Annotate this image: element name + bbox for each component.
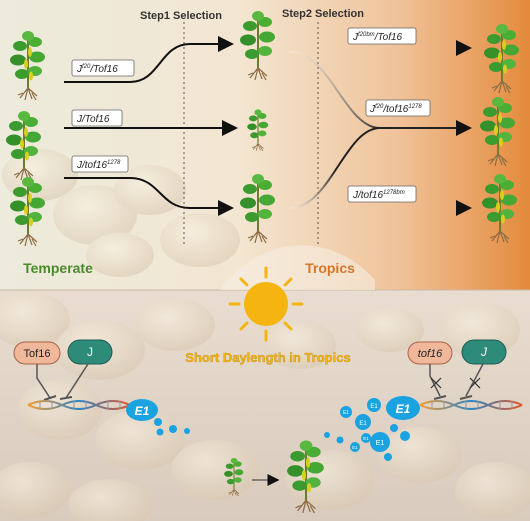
genotype-box-2: J/Tof16: [71, 109, 123, 127]
svg-text:Tof16: Tof16: [24, 348, 51, 360]
step1-label: Step1 Selection: [140, 10, 222, 22]
tof16-pill-left: Tof16: [13, 341, 61, 365]
genotype-box-3: J/tof161278: [71, 155, 129, 173]
tropics-label: Tropics: [305, 260, 355, 276]
arrow-g5a: [289, 51, 472, 136]
dna-right: [419, 400, 523, 410]
svg-text:E1: E1: [352, 445, 358, 450]
svg-text:E1: E1: [359, 421, 367, 427]
top-panel-background: [0, 0, 530, 290]
svg-text:E1: E1: [363, 436, 369, 441]
j-pill-left: J: [67, 339, 113, 365]
arrow-g3: [64, 177, 234, 216]
svg-text:E1: E1: [370, 404, 378, 410]
tof16-pill-right: tof16: [407, 341, 453, 365]
sun-icon: [228, 266, 304, 342]
svg-text:E1: E1: [376, 440, 385, 447]
svg-text:Jf20/tof161278: Jf20/tof161278: [369, 104, 422, 115]
step2-label: Step2 Selection: [282, 8, 364, 20]
svg-text:E1: E1: [396, 402, 411, 416]
genotype-box-5: Jf20/tof161278: [365, 99, 431, 117]
e1-protein-left: E1: [126, 399, 190, 436]
dna-left: [27, 400, 131, 410]
genotype-box-4: Jf20bm/Tof16: [347, 27, 417, 45]
arrow-g5b: [289, 127, 381, 209]
svg-text:E1: E1: [343, 410, 349, 416]
svg-text:tof16: tof16: [418, 348, 443, 360]
svg-text:Jf20/Tof16: Jf20/Tof16: [76, 64, 118, 75]
genotype-box-1: Jf20/Tof16: [71, 59, 135, 77]
short-daylength-label: Short Daylength in Tropics: [185, 350, 350, 365]
svg-text:J/tof161278bm: J/tof161278bm: [352, 190, 405, 201]
e1-protein-cluster-right: E1 E1 E1 E1 E1 E1 E1: [324, 396, 420, 461]
svg-text:J/Tof16: J/Tof16: [76, 114, 110, 125]
svg-text:Jf20bm/Tof16: Jf20bm/Tof16: [352, 32, 403, 43]
svg-text:J/tof161278: J/tof161278: [76, 160, 121, 171]
temperate-label: Temperate: [23, 260, 93, 276]
j-pill-right: J: [461, 339, 507, 365]
svg-text:E1: E1: [135, 404, 150, 418]
blocked-marks: [430, 377, 481, 389]
svg-text:J: J: [87, 345, 93, 359]
arrow-g1: [64, 36, 234, 83]
genotype-box-6: J/tof161278bm: [347, 185, 417, 203]
svg-text:J: J: [480, 345, 488, 359]
